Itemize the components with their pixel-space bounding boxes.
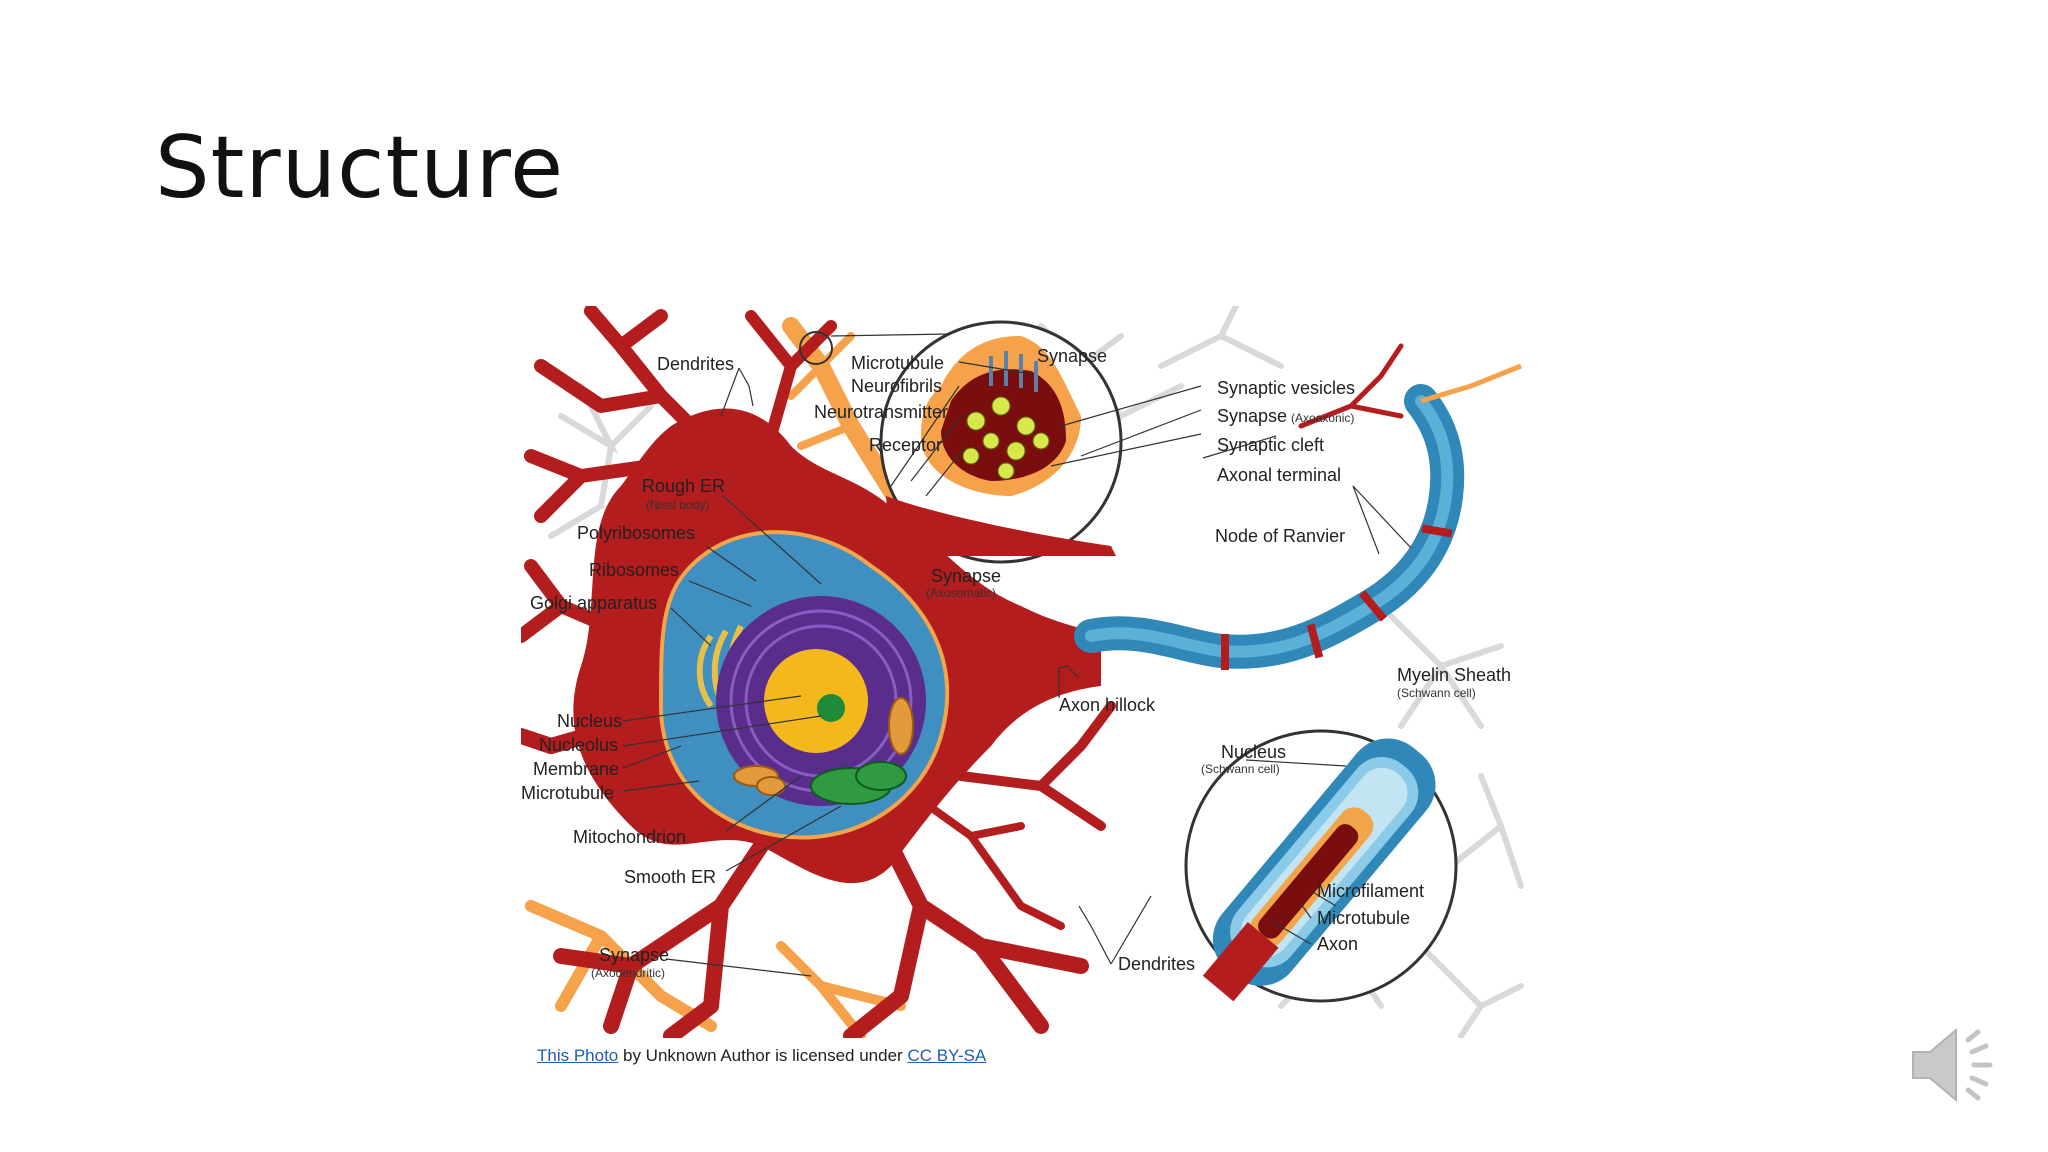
label-smooth-er: Smooth ER <box>624 867 716 887</box>
label-ribosomes: Ribosomes <box>589 560 679 580</box>
label-golgi-apparatus: Golgi apparatus <box>530 593 657 613</box>
label-microtubule-right: Microtubule <box>1317 908 1410 928</box>
label-myelin-sheath: Myelin Sheath <box>1397 665 1511 685</box>
credit-text: by Unknown Author is licensed under <box>618 1046 908 1065</box>
image-credit: This Photo by Unknown Author is licensed… <box>537 1046 986 1066</box>
synapse-marker-circle <box>799 331 833 365</box>
label-polyribosomes: Polyribosomes <box>577 523 695 543</box>
label-synapse-axosomatic: Synapse <box>931 566 1001 586</box>
license-link[interactable]: CC BY-SA <box>907 1046 987 1065</box>
label-microtubule-left: Microtubule <box>521 783 614 803</box>
label-axonal-terminal: Axonal terminal <box>1217 465 1341 485</box>
label-synaptic-vesicles: Synaptic vesicles <box>1217 378 1355 398</box>
label-rough-er: Rough ER <box>642 476 725 496</box>
label-nucleus: Nucleus <box>557 711 622 731</box>
label-synaptic-cleft: Synaptic cleft <box>1217 435 1324 455</box>
label-receptor: Receptor <box>869 435 942 455</box>
slide-title: Structure <box>155 118 565 218</box>
label-nucleolus: Nucleolus <box>539 735 618 755</box>
label-synapse-axodendritic: Synapse <box>599 945 669 965</box>
label-dendrites-top: Dendrites <box>657 354 734 374</box>
speaker-icon[interactable] <box>1908 1020 2008 1110</box>
label-synapse-axoaxonic: Synapse <box>1217 406 1287 426</box>
label-axon-hillock: Axon hillock <box>1059 695 1156 715</box>
leader-lines <box>622 361 1412 977</box>
label-synapse-axosomatic-sub: (Axosomatic) <box>926 586 996 600</box>
smooth-er <box>810 761 907 805</box>
label-synapse-axodendritic-sub: (Axodendritic) <box>591 966 665 980</box>
axon-detail-circle <box>1184 729 1458 1003</box>
synapse-detail-circle <box>879 320 1123 564</box>
label-membrane: Membrane <box>533 759 619 779</box>
label-neurotransmitter: Neurotransmitter <box>814 402 948 422</box>
photo-link[interactable]: This Photo <box>537 1046 619 1065</box>
mitochondria <box>733 697 914 796</box>
nucleus <box>764 649 868 753</box>
nucleolus <box>817 694 845 722</box>
label-dendrites-bottom: Dendrites <box>1118 954 1195 974</box>
label-nucleus-schwann: Nucleus <box>1221 742 1286 762</box>
label-rough-er-sub: (Nissl body) <box>646 498 709 512</box>
label-microtubule-top: Microtubule <box>851 353 944 373</box>
neuron-diagram: Dendrites Microtubule Neurofibrils Neuro… <box>521 306 1527 1038</box>
label-microfilament: Microfilament <box>1317 881 1424 901</box>
label-axon: Axon <box>1317 934 1358 954</box>
label-synapse-axoaxonic-sub: (Axoaxonic) <box>1291 411 1354 425</box>
label-myelin-sheath-sub: (Schwann cell) <box>1397 686 1476 700</box>
label-synapse-top: Synapse <box>1037 346 1107 366</box>
label-nucleus-schwann-sub: (Schwann cell) <box>1201 762 1280 776</box>
label-neurofibrils: Neurofibrils <box>851 376 942 396</box>
label-mitochondrion: Mitochondrion <box>573 827 686 847</box>
label-node-of-ranvier: Node of Ranvier <box>1215 526 1345 546</box>
axon <box>1074 363 1522 670</box>
